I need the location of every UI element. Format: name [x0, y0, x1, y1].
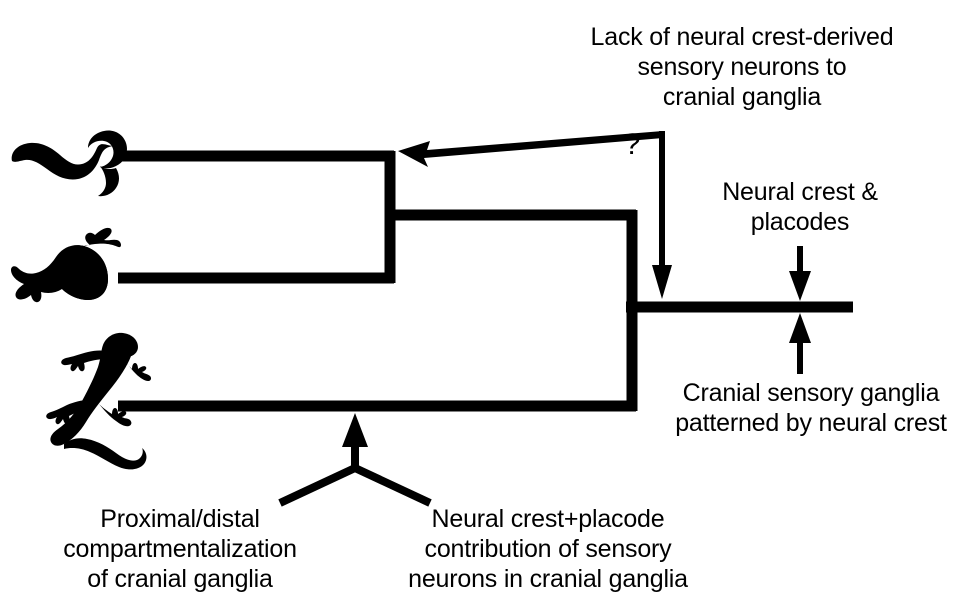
annotation-question-mark: ? [623, 128, 641, 161]
neural-crest-placodes-arrow [789, 246, 811, 301]
annotation-neural-crest-placode-contribution: Neural crest+placode contribution of sen… [408, 505, 688, 593]
annotation-lack-of-neural-crest: Lack of neural crest-derived sensory neu… [590, 23, 894, 111]
annotation-cranial-sensory-ganglia-patterned: Cranial sensory ganglia patterned by neu… [675, 379, 947, 437]
tree-branches [118, 150, 853, 412]
frog-silhouette [11, 227, 121, 303]
bottom-captions-arrow [278, 413, 432, 507]
annotation-neural-crest-and-placodes: Neural crest & placodes [722, 178, 878, 236]
bottom-arrow-right-leg [353, 464, 432, 507]
salamander-silhouette [46, 332, 152, 470]
lack-of-nc-pointer [398, 131, 672, 299]
bottom-arrow-left-leg [278, 464, 357, 507]
cranial-ganglia-patterned-arrow [789, 313, 811, 374]
lamprey-silhouette [11, 130, 127, 197]
annotation-proximal-distal-compartmentalization: Proximal/distal compartmentalization of … [63, 505, 297, 593]
